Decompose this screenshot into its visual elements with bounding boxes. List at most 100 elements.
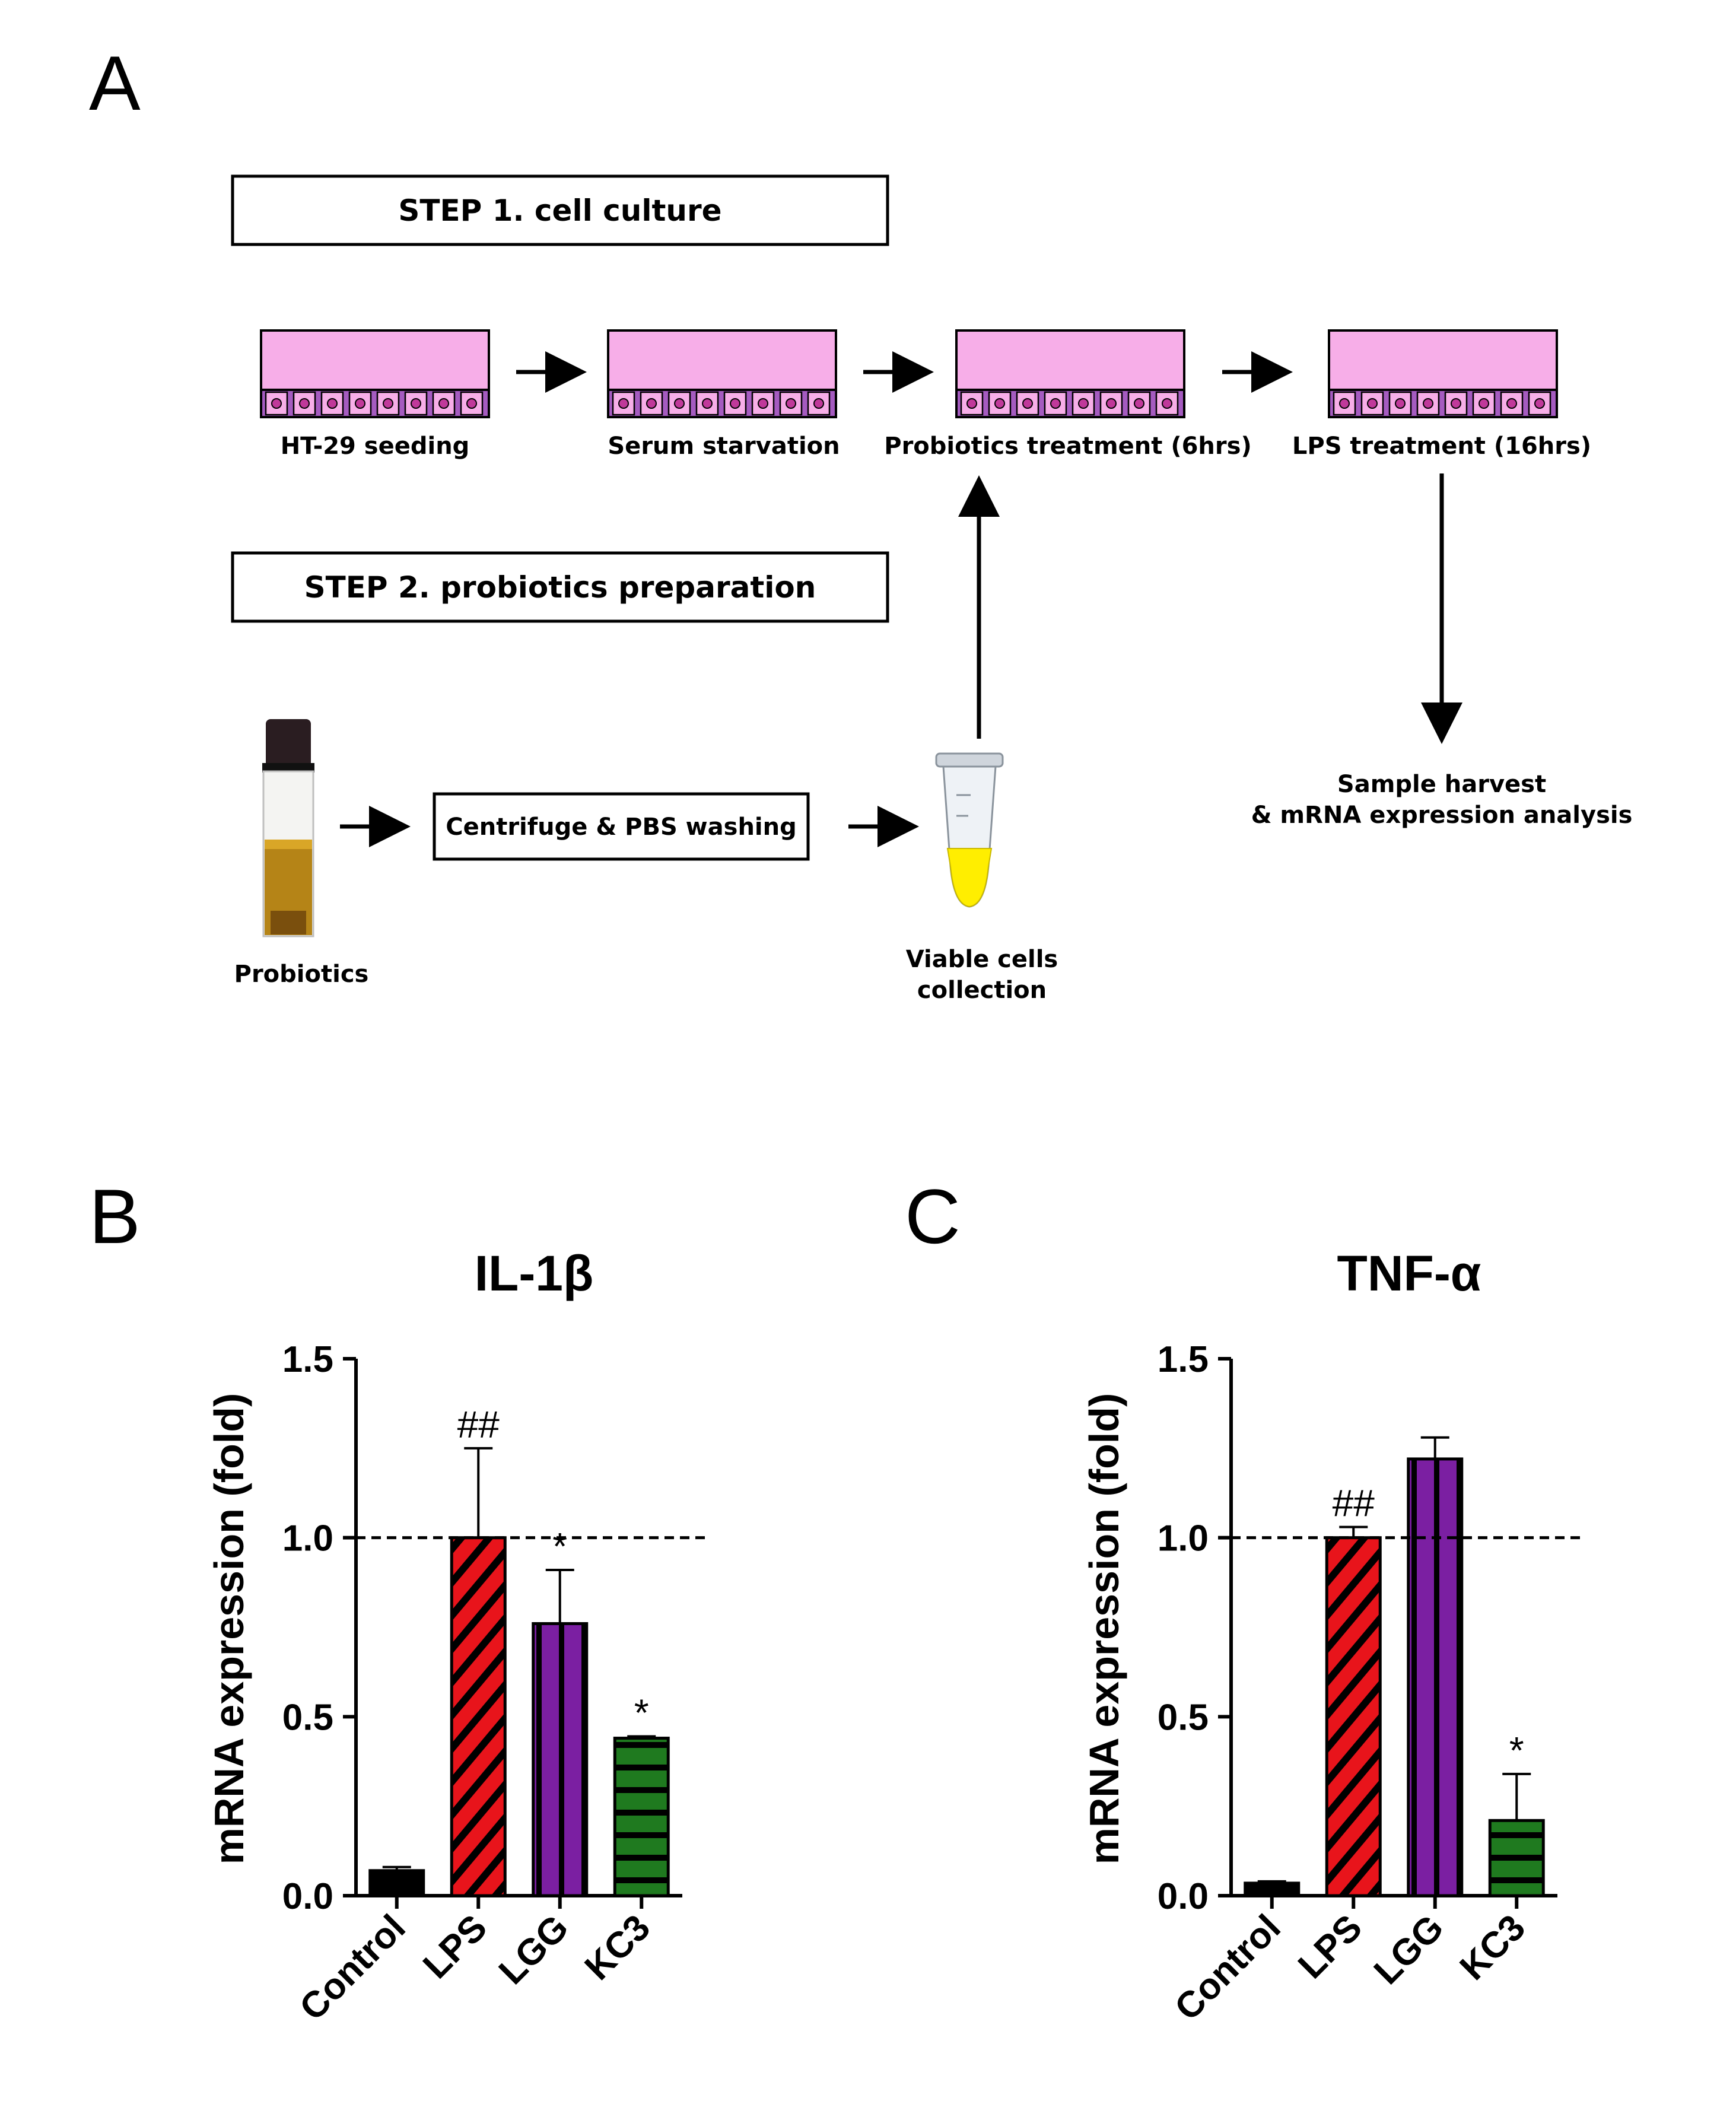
bar-lgg [1407,1457,1464,1897]
x-tick-label: LGG [491,1907,577,1992]
nucleus-icon [1534,398,1545,409]
stage-label-lps: LPS treatment (16hrs) [1292,433,1591,460]
nucleus-icon [618,398,629,409]
nucleus-icon [299,398,310,409]
y-axis-label: mRNA expression (fold) [206,1393,252,1865]
x-tick-label: KC3 [577,1907,658,1988]
probiotics-vial [262,719,314,937]
x-tick-label: LPS [415,1907,495,1986]
x-tick-label: Control [292,1907,414,2029]
step1-label: STEP 1. cell culture [398,193,721,228]
cell-icon [751,391,775,416]
nucleus-icon [1506,398,1517,409]
step2-label: STEP 2. probiotics preparation [304,570,816,605]
probiotics-label: Probiotics [234,961,369,988]
x-tick-label: LPS [1290,1907,1370,1986]
nucleus-icon [466,398,477,409]
cell-icon [1072,391,1095,416]
cell-dish-4 [1328,329,1558,418]
x-tick-label: LGG [1366,1907,1452,1992]
cell-icon [695,391,719,416]
bar-control [368,1869,425,1897]
cell-icon [1333,391,1356,416]
panel-label-b: B [89,1173,141,1260]
cell-icon [667,391,691,416]
y-tick-label: 1.5 [282,1339,333,1380]
significance-label: * [634,1692,649,1734]
nucleus-icon [966,398,977,409]
cell-icon [988,391,1012,416]
centrifuge-label: Centrifuge & PBS washing [446,813,796,841]
nucleus-icon [327,398,338,409]
nucleus-icon [758,398,768,409]
bar-kc3 [1488,1819,1545,1897]
cell-dish-3 [955,329,1185,418]
chart-title: IL-1β [475,1245,594,1301]
cell-icon [404,391,428,416]
nucleus-icon [1367,398,1378,409]
centrifuge-box [433,792,810,861]
panel-label-a: A [89,40,141,126]
y-tick-label: 1.0 [282,1518,333,1559]
x-tick-label: KC3 [1452,1907,1533,1988]
y-tick-label: 0.5 [282,1697,333,1738]
nucleus-icon [1162,398,1172,409]
cell-icon [1099,391,1123,416]
nucleus-icon [438,398,449,409]
nucleus-icon [994,398,1005,409]
nucleus-icon [1339,398,1350,409]
cell-dish-2 [607,329,837,418]
nucleus-icon [1451,398,1461,409]
bar-control [1244,1881,1301,1897]
viable-label-line1: Viable cells [906,946,1058,973]
y-tick-label: 1.0 [1158,1518,1209,1559]
y-tick-label: 0.0 [1158,1876,1209,1917]
y-tick-label: 1.5 [1158,1339,1209,1380]
chart-il1b: IL-1β mRNA expression (fold) 0.0 0.5 1.0 1.… [206,1245,706,2029]
stage-label-seeding: HT-29 seeding [281,433,470,460]
y-axis-label: mRNA expression (fold) [1081,1393,1127,1865]
nucleus-icon [1479,398,1489,409]
y-tick-label: 0.0 [282,1876,333,1917]
significance-label: ## [457,1403,500,1446]
nucleus-icon [1022,398,1033,409]
nucleus-icon [1050,398,1061,409]
nucleus-icon [1423,398,1433,409]
nucleus-icon [786,398,796,409]
nucleus-icon [1078,398,1089,409]
nucleus-icon [813,398,824,409]
significance-label: * [552,1525,567,1568]
significance-label: * [1509,1729,1524,1772]
stage-label-starvation: Serum starvation [608,433,840,460]
nucleus-icon [383,398,393,409]
nucleus-icon [411,398,421,409]
nucleus-icon [1134,398,1144,409]
cell-dish-1 [260,329,490,418]
nucleus-icon [271,398,282,409]
panel-label-c: C [905,1173,961,1260]
harvest-label-line2: & mRNA expression analysis [1251,802,1633,829]
y-tick-label: 0.5 [1158,1697,1209,1738]
nucleus-icon [646,398,657,409]
cell-icon [1444,391,1468,416]
chart-tnfa: TNF-α mRNA expression (fold) 0.0 0.5 1.0 1.… [1081,1245,1581,2029]
chart-title: TNF-α [1337,1245,1481,1301]
microtube-icon [935,752,1004,908]
nucleus-icon [702,398,713,409]
nucleus-icon [1106,398,1117,409]
stage-label-probiotics: Probiotics treatment (6hrs) [884,433,1251,460]
x-tick-label: Control [1167,1907,1289,2029]
step1-box [231,174,889,246]
nucleus-icon [355,398,365,409]
nucleus-icon [730,398,740,409]
cell-icon [460,391,484,416]
viable-label-line2: collection [917,977,1047,1004]
nucleus-icon [1395,398,1406,409]
bar-lps [450,1536,507,1897]
significance-label: ## [1333,1482,1375,1525]
nucleus-icon [674,398,685,409]
step2-box [231,551,889,623]
bar-kc3 [613,1737,670,1897]
bar-lps [1325,1536,1382,1897]
